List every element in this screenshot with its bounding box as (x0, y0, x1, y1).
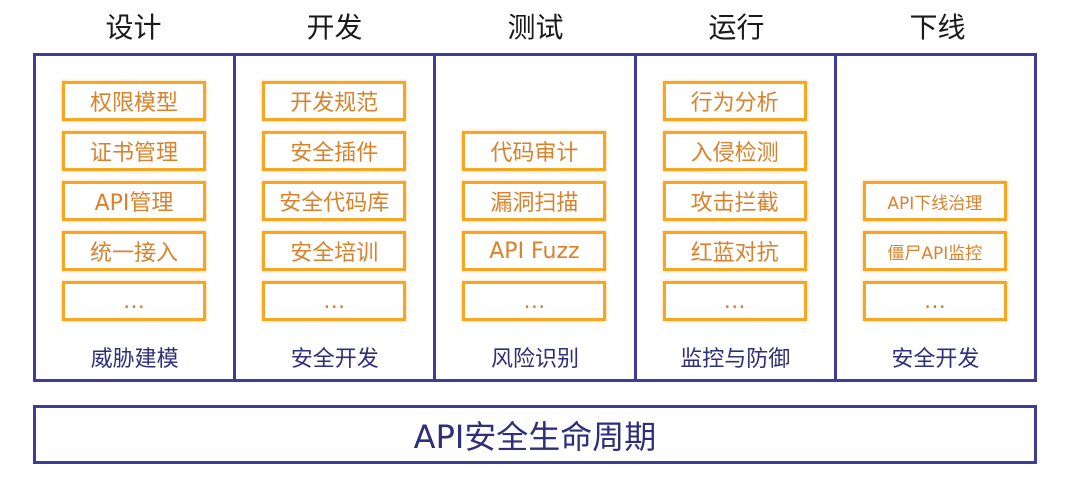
item-security-training: 安全培训 (262, 231, 407, 271)
item-cert-management: 证书管理 (62, 131, 206, 171)
phase-develop: 开发规范 安全插件 安全代码库 安全培训 … 安全开发 (236, 56, 437, 379)
item-ellipsis: … (62, 281, 206, 321)
item-behavior-analysis: 行为分析 (662, 81, 807, 121)
lifecycle-banner: API安全生命周期 (33, 405, 1037, 464)
item-api-retirement: API下线治理 (862, 181, 1007, 221)
item-secure-code-lib: 安全代码库 (262, 181, 407, 221)
phase-design: 权限模型 证书管理 API管理 统一接入 … 威胁建模 (36, 56, 237, 379)
phase-title-run: 运行 (708, 11, 765, 44)
phase-footer-test: 风险识别 (491, 347, 580, 372)
item-zombie-api-monitor: 僵尸API监控 (862, 231, 1007, 271)
phase-title-develop: 开发 (306, 11, 363, 44)
item-ellipsis: … (662, 281, 807, 321)
phase-title-retire: 下线 (909, 11, 966, 44)
phase-retire: API下线治理 僵尸API监控 … 安全开发 (837, 56, 1034, 379)
phase-test: 代码审计 漏洞扫描 API Fuzz … 风险识别 (436, 56, 637, 379)
item-api-management: API管理 (62, 181, 206, 221)
phase-footer-develop: 安全开发 (290, 347, 379, 372)
item-permission-model: 权限模型 (62, 81, 206, 121)
item-ellipsis: … (462, 281, 607, 321)
phase-title-design: 设计 (105, 11, 162, 44)
item-ellipsis: … (862, 281, 1007, 321)
item-unified-access: 统一接入 (62, 231, 206, 271)
phase-headers: 设计 开发 测试 运行 下线 (0, 0, 1080, 52)
phase-run: 行为分析 入侵检测 攻击拦截 红蓝对抗 … 监控与防御 (637, 56, 837, 379)
item-attack-blocking: 攻击拦截 (662, 181, 807, 221)
phase-footer-design: 威胁建模 (90, 347, 179, 372)
phases-frame: 权限模型 证书管理 API管理 统一接入 … 威胁建模 开发规范 安全插件 安全… (33, 53, 1037, 382)
item-vuln-scan: 漏洞扫描 (462, 181, 607, 221)
item-code-audit: 代码审计 (462, 131, 607, 171)
item-intrusion-detection: 入侵检测 (662, 131, 807, 171)
item-security-plugins: 安全插件 (262, 131, 407, 171)
item-dev-standards: 开发规范 (262, 81, 407, 121)
item-red-blue: 红蓝对抗 (662, 231, 807, 271)
phase-title-test: 测试 (507, 11, 564, 44)
phase-footer-retire: 安全开发 (891, 347, 980, 372)
item-api-fuzz: API Fuzz (462, 231, 607, 271)
phase-footer-run: 监控与防御 (680, 347, 791, 372)
item-ellipsis: … (262, 281, 407, 321)
